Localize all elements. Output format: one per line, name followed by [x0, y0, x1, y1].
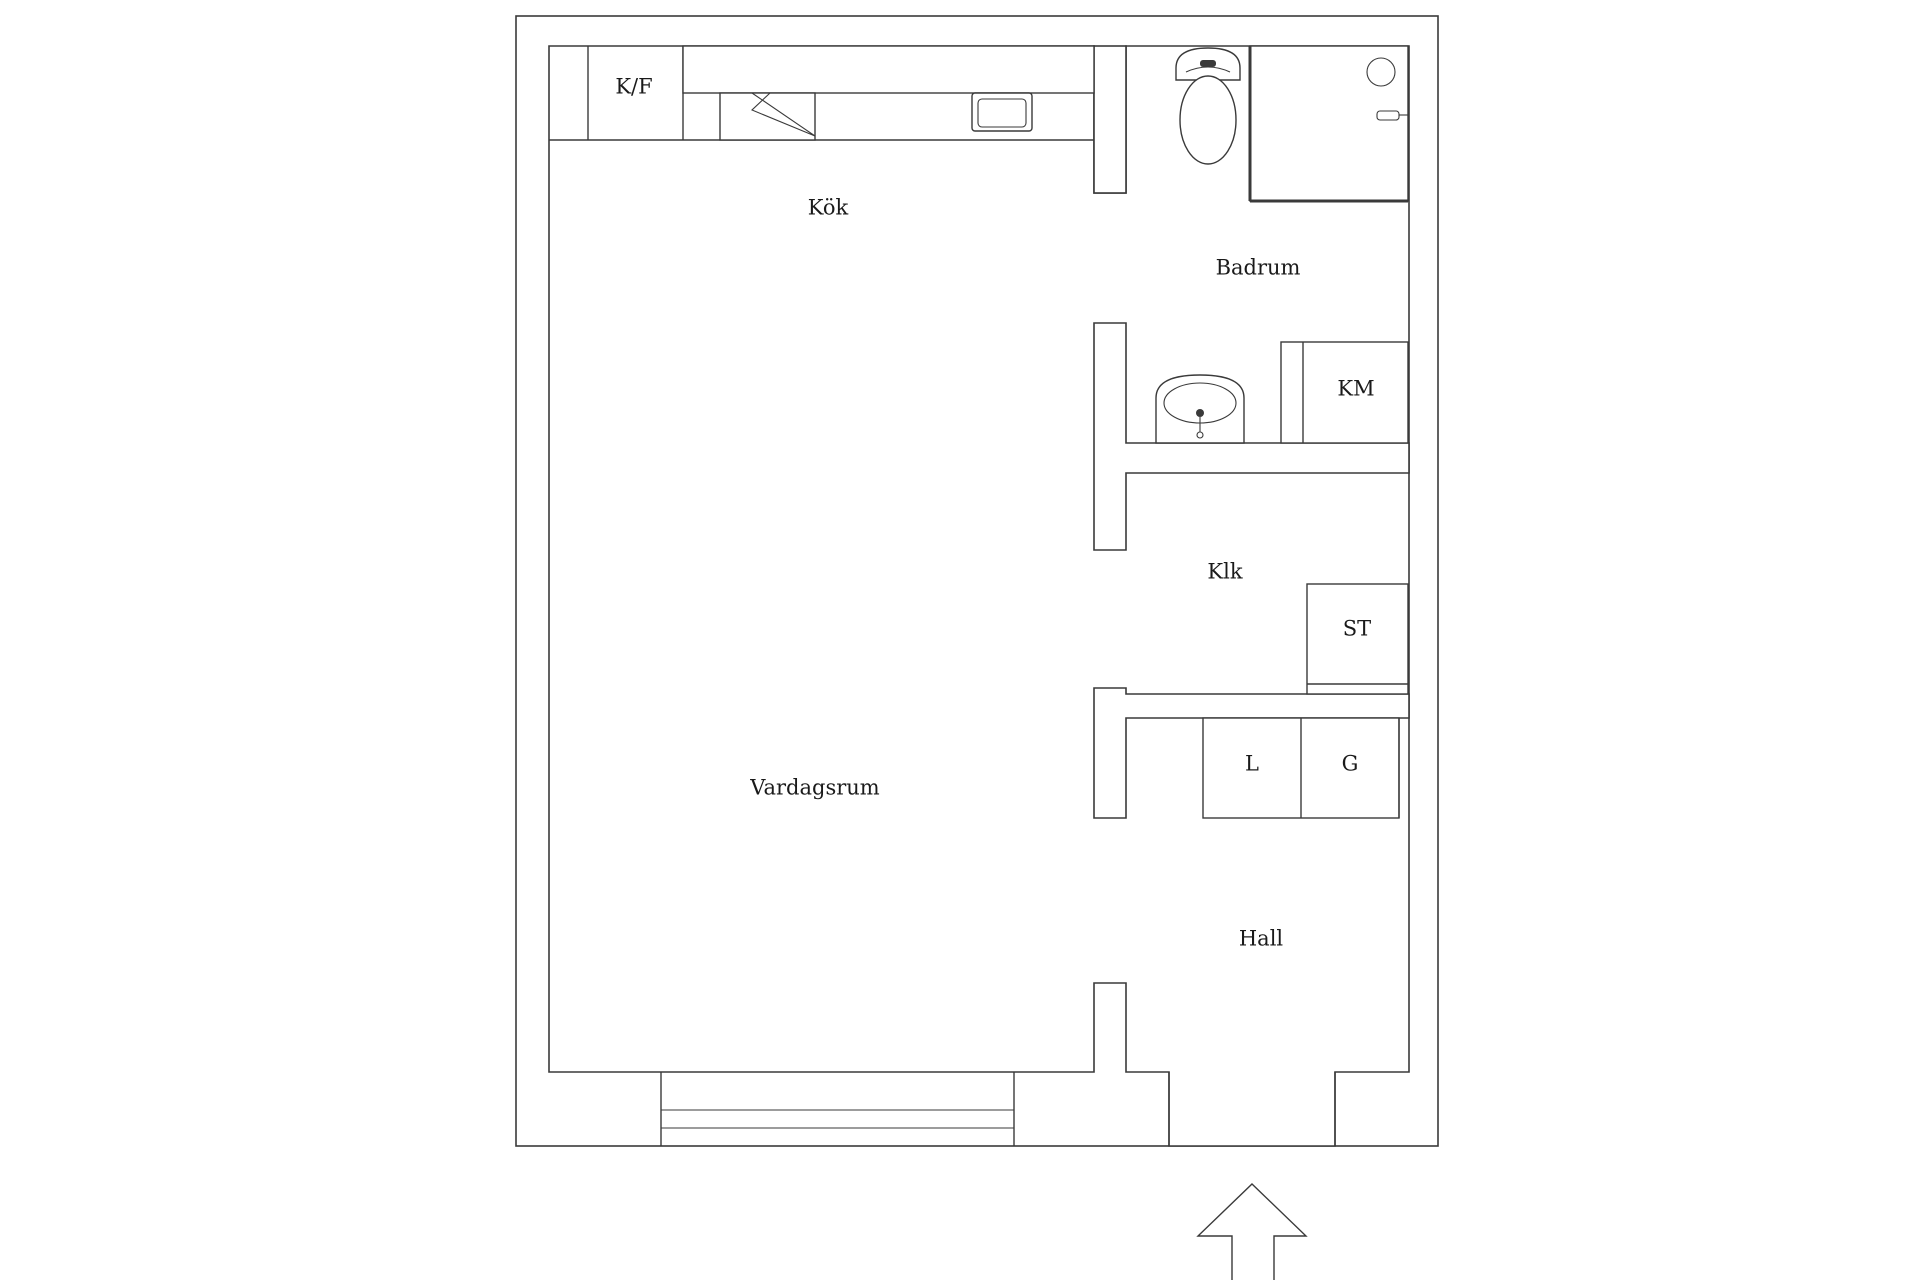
room-label-hall: Hall [1239, 927, 1284, 951]
outer-walls [515, 15, 1439, 1147]
washing-machine-icon [1280, 341, 1409, 444]
entrance-opening [1168, 1072, 1336, 1146]
kitchen-sink-icon [971, 92, 1033, 132]
kitchen-counter [549, 45, 1095, 141]
main-room-outline [548, 45, 1410, 1147]
room-label-living-room: Vardagsrum [749, 776, 880, 800]
hall-closets [1202, 717, 1400, 819]
room-label-bathroom: Badrum [1216, 256, 1301, 280]
washing-machine-label: KM [1337, 377, 1374, 401]
storage-label: ST [1343, 617, 1371, 641]
entrance-arrow-icon [1196, 1183, 1308, 1280]
storage-cabinet [1306, 583, 1409, 695]
l-closet-label: L [1245, 752, 1259, 776]
room-label-kitchen: Kök [808, 196, 849, 220]
dishwasher-icon [719, 92, 816, 141]
washbasin-icon [1155, 374, 1245, 444]
partition-walls [1093, 45, 1410, 819]
window [660, 1072, 1015, 1146]
toilet-icon [1175, 47, 1241, 165]
shower-icon [1248, 45, 1409, 203]
room-label-closet: Klk [1207, 560, 1242, 584]
fridge-freezer-label: K/F [615, 75, 652, 99]
g-closet-label: G [1342, 752, 1359, 776]
wall-cabinet [682, 45, 1095, 94]
